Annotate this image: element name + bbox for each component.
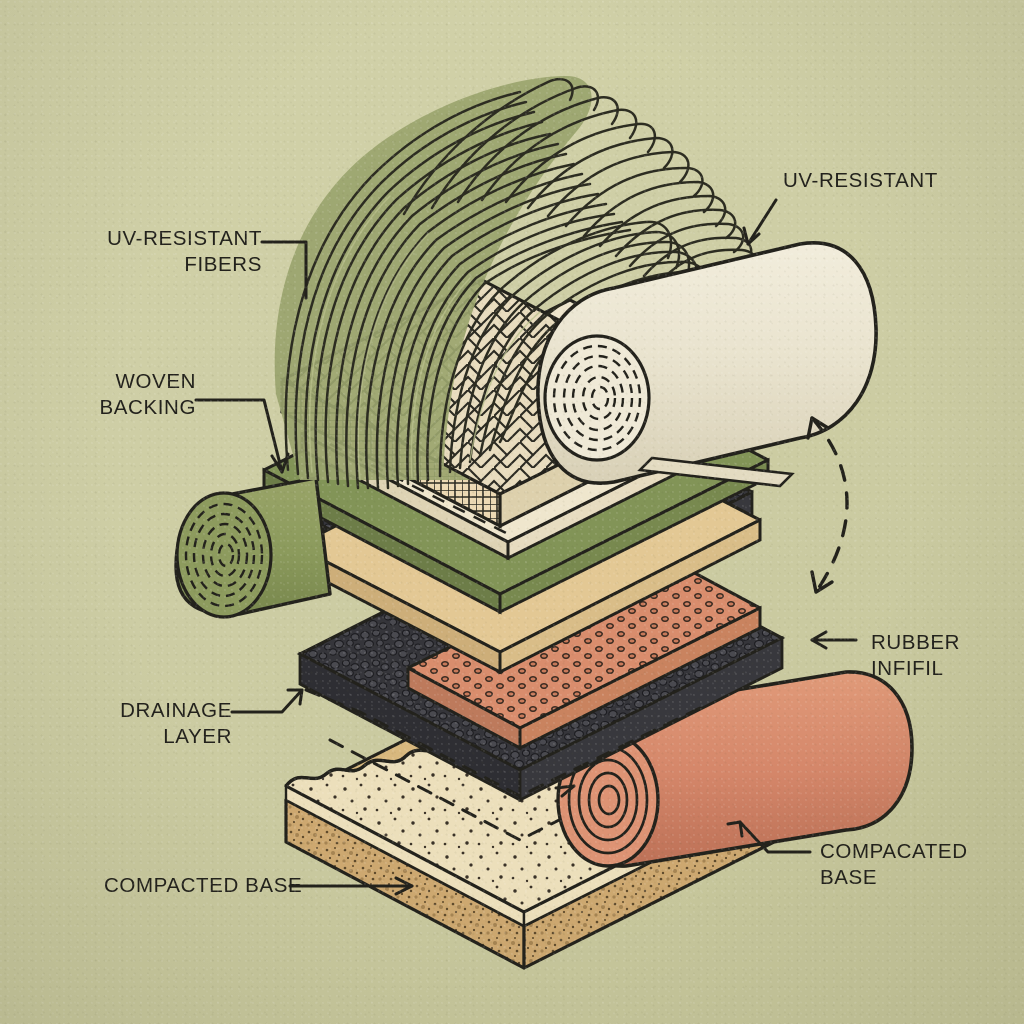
label-rubber-infill: RUBBER INFIFIL (871, 631, 961, 681)
label-uv-resistant-fibers: UV-RESISTANT FIBERS (107, 227, 262, 277)
label-uv-resistant: UV-RESISTANT (783, 169, 938, 192)
label-woven-backing: WOVEN BACKING (99, 370, 196, 420)
label-drainage-layer: DRAINAGE LAYER (120, 699, 232, 749)
leader-lines (194, 198, 858, 896)
cream-turf-roll (536, 241, 878, 488)
leader-uv-fibers (260, 240, 308, 300)
leader-compacated-base (738, 820, 812, 854)
label-compacted-base: COMPACTED BASE (104, 874, 303, 897)
layer-drainage-panel (406, 546, 762, 751)
green-turf-roll (174, 476, 332, 619)
label-compacated-base: COMPACATED BASE (820, 840, 968, 890)
compression-arrow (806, 416, 849, 594)
leader-drainage (230, 688, 304, 714)
leader-woven-backing (194, 398, 284, 474)
